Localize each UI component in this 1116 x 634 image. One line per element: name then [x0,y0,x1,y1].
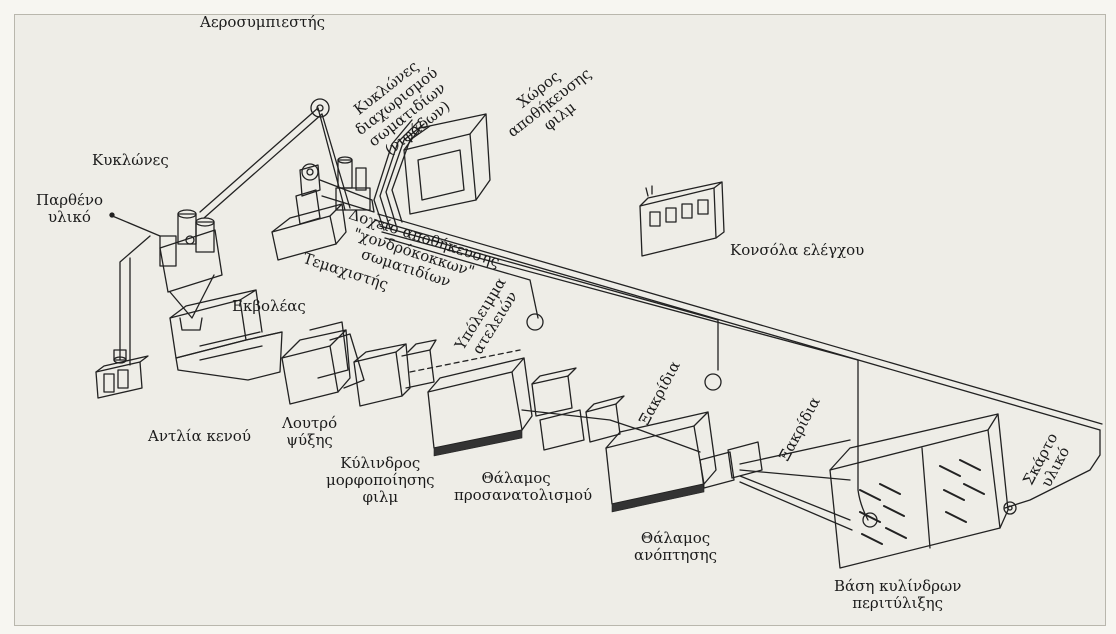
vacuum-pump [96,350,148,398]
label-control-console: Κονσόλα ελέγχου [730,242,864,259]
label-cooling-bath: Λουτρό ψύξης [282,415,337,449]
cooling-bath [282,322,364,404]
film-forming-roller [354,340,436,406]
label-cyclones: Κυκλώνες [92,152,169,169]
label-orientation-chamber: Θάλαμος προσανατολισμού [440,470,592,504]
label-film-forming-roller: Κύλινδρος μορφοποίησης φιλμ [326,455,435,506]
label-virgin-material: Παρθένο υλικό [36,192,103,226]
label-extruder: Εκβολέας [232,298,306,315]
label-annealing-chamber: Θάλαμος ανόπτησης [634,530,717,564]
cyclones-unit [110,210,222,330]
orientation-chamber [410,350,532,456]
label-vacuum-pump: Αντλία κενού [148,428,251,445]
annealing-chamber [606,412,716,512]
label-air-compressor: Αεροσυμπιεστής [200,14,325,31]
label-winder-base: Βάση κυλίνδρων περιτύλιξης [834,578,961,612]
control-console [640,182,724,256]
